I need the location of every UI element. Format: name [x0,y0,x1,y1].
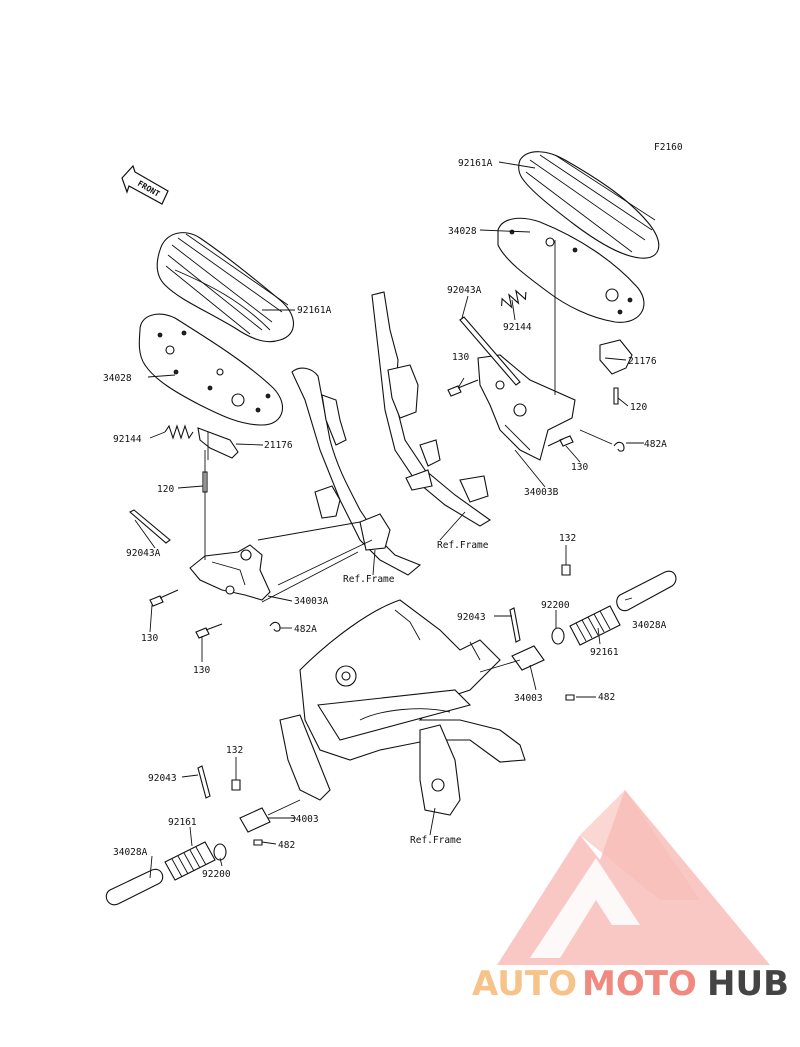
part-labels: 92161A 34028 92043A 92144 130 21176 120 … [103,158,667,880]
left-peg-mount-34003 [239,799,301,833]
label-482-left: 482 [278,840,295,851]
label-92161a-left: 92161A [297,305,332,316]
label-92161-left: 92161 [168,817,197,828]
left-clip-482a [269,621,281,632]
label-ref-frame-upper-right: Ref.Frame [437,540,489,551]
label-120-right: 120 [630,402,647,413]
left-mount-bracket [189,544,271,601]
left-peg-grip-34028a [105,868,164,906]
right-peg-grip-34028a [616,570,677,612]
left-spring [164,424,194,440]
right-frame-section [371,291,492,527]
label-92161-right: 92161 [590,647,619,658]
right-pin-92043 [509,607,521,643]
right-bracket [599,339,633,375]
watermark-auto: AUTO [472,964,577,1004]
label-92161a-right: 92161A [458,158,493,169]
left-bolt-130a [149,589,179,607]
label-92144-right: 92144 [503,322,532,333]
label-130-right-a: 130 [452,352,469,363]
label-132-right: 132 [559,533,576,544]
label-34003a: 34003A [294,596,329,607]
watermark-text: AUTO MOTO HUB [472,964,789,1004]
label-92043-left: 92043 [148,773,177,784]
right-footboard-base [497,217,645,323]
label-92043a-right: 92043A [447,285,482,296]
right-clip-482 [565,694,575,701]
watermark-hub: HUB [707,964,789,1004]
left-footboard-base [138,313,284,426]
label-34028-left: 34028 [103,373,132,384]
label-482a-right: 482A [644,439,667,450]
label-21176-left: 21176 [264,440,293,451]
label-92200-left: 92200 [202,869,231,880]
right-bolt-120 [613,387,619,405]
label-130-left-a: 130 [141,633,158,644]
label-34003-right: 34003 [514,693,543,704]
label-92144-left: 92144 [113,434,142,445]
label-92200-right: 92200 [541,600,570,611]
right-spring [501,289,527,309]
left-frame-section [257,367,422,603]
watermark-logo [497,790,770,965]
right-pin-92043a [459,316,521,386]
label-34028a-left: 34028A [113,847,148,858]
right-washer-92200 [551,627,565,645]
label-21176-right: 21176 [628,356,657,367]
left-bolt-130b [195,623,223,639]
label-132-left: 132 [226,745,243,756]
label-34003b: 34003B [524,487,559,498]
left-bracket [197,427,239,460]
left-footboard-cover [156,232,295,343]
label-120-left: 120 [157,484,174,495]
right-clip-482a [613,441,625,452]
left-clip-482 [253,839,263,846]
right-mount-bracket [477,354,576,461]
left-washer-92200 [213,843,227,861]
label-34003-left: 34003 [290,814,319,825]
right-bolt-130b [547,435,574,447]
right-bolt-132 [561,564,571,576]
label-130-left-b: 130 [193,665,210,676]
label-482-right: 482 [598,692,615,703]
right-bolt-130a [447,379,479,397]
watermark-moto: MOTO [582,964,697,1004]
right-peg-rubber-92161 [569,605,621,646]
label-ref-frame-lower: Ref.Frame [410,835,462,846]
right-peg-mount-34003 [479,645,545,673]
left-pin-92043a [129,509,171,544]
label-34028-right: 34028 [448,226,477,237]
left-pin-92043 [197,765,211,799]
label-34028a-right: 34028A [632,620,667,631]
label-ref-frame-upper-left: Ref.Frame [343,574,395,585]
label-92043-right: 92043 [457,612,486,623]
front-arrow-icon: FRONT [121,164,169,205]
label-92043a-left: 92043A [126,548,161,559]
left-peg-rubber-92161 [164,841,216,881]
lower-frame [279,599,526,816]
right-footboard-cover [518,151,660,259]
leader-lines [134,161,644,879]
left-bolt-132 [231,779,241,791]
figure-code: F2160 [654,142,683,153]
label-482a-left: 482A [294,624,317,635]
label-130-right-b: 130 [571,462,588,473]
